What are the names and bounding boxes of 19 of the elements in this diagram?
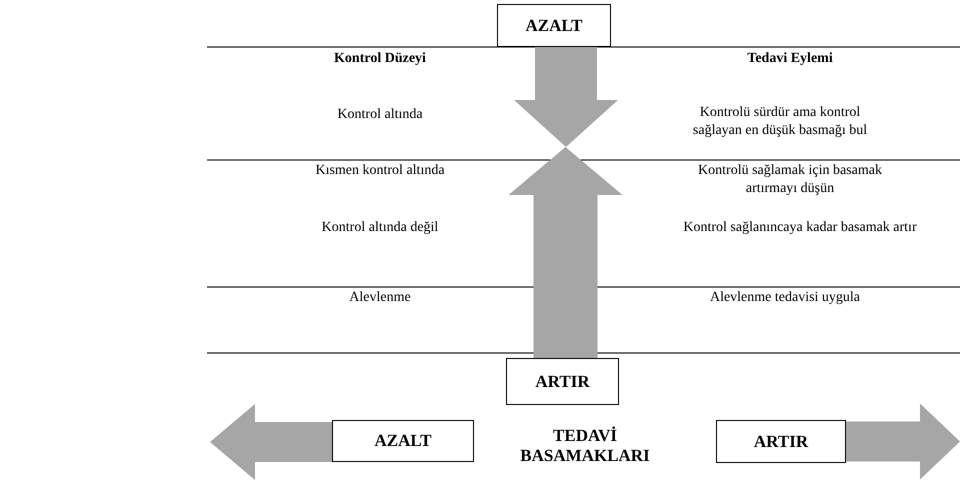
table-cell-text: Kısmen kontrol altında — [314, 162, 446, 180]
column-header: Kontrol Düzeyi — [333, 50, 427, 68]
block-arrow — [508, 147, 622, 358]
table-cell-text: Kontrol altında değil — [320, 219, 440, 237]
label-box: AZALT — [332, 420, 474, 462]
table-cell-text: Alevlenme tedavisi uygula — [708, 289, 862, 307]
block-arrow — [514, 47, 618, 147]
label-box: ARTIR — [716, 420, 846, 463]
heading-text: TEDAVİ BASAMAKLARI — [519, 426, 651, 466]
label-box: ARTIR — [506, 358, 619, 405]
block-arrow — [210, 404, 332, 480]
column-header: Tedavi Eylemi — [746, 50, 834, 68]
table-cell-text: Alevlenme — [348, 289, 412, 307]
table-cell-text: Kontrolü sağlamak için basamak artırmayı düşün — [697, 162, 883, 198]
label-box: AZALT — [497, 4, 611, 47]
table-cell-text: Kontrol altında — [336, 106, 424, 124]
table-cell-text: Kontrolü sürdür ama kontrol sağlayan en düşük basmağı bul — [692, 104, 868, 140]
block-arrow — [846, 404, 960, 480]
table-cell-text: Kontrol sağlanıncaya kadar basamak artır — [682, 219, 918, 237]
